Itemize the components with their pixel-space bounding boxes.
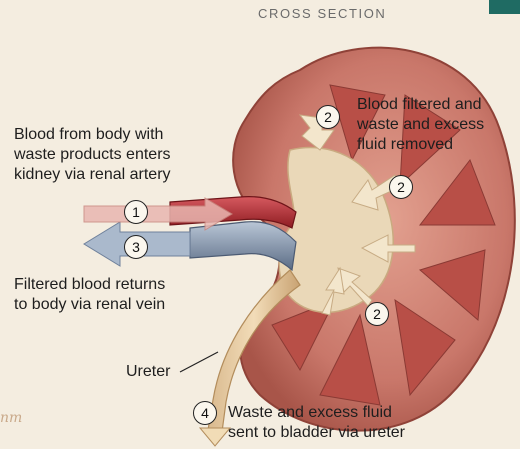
- ureter-arrow: [200, 428, 230, 446]
- step-2-marker-top: 2: [316, 105, 340, 129]
- filtered-label: Blood filtered and waste and excess flui…: [357, 95, 484, 155]
- vein-label: Filtered blood returns to body via renal…: [14, 275, 165, 315]
- artist-signature: nm: [0, 410, 22, 426]
- corner-tab: [489, 0, 520, 14]
- step-2-marker-middle: 2: [389, 175, 413, 199]
- vein-label-line: Filtered blood returns: [14, 275, 165, 295]
- artery-label-line: kidney via renal artery: [14, 165, 171, 185]
- artery-label-line: Blood from body with: [14, 125, 171, 145]
- step-1-marker: 1: [124, 200, 148, 224]
- step-4-marker: 4: [193, 401, 217, 425]
- waste-label-line: Waste and excess fluid: [228, 403, 405, 423]
- step-2-marker-bottom: 2: [365, 302, 389, 326]
- waste-label-line: sent to bladder via ureter: [228, 423, 405, 443]
- step-3-marker: 3: [124, 235, 148, 259]
- artery-label: Blood from body with waste products ente…: [14, 125, 171, 185]
- filtered-label-line: waste and excess: [357, 115, 484, 135]
- section-header: CROSS SECTION: [258, 6, 386, 21]
- ureter-leader: [180, 352, 218, 372]
- waste-label: Waste and excess fluid sent to bladder v…: [228, 403, 405, 443]
- vein-label-line: to body via renal vein: [14, 295, 165, 315]
- ureter-label: Ureter: [126, 362, 170, 382]
- artery-inflow-arrow: [84, 198, 232, 230]
- filtered-label-line: Blood filtered and: [357, 95, 484, 115]
- filtered-label-line: fluid removed: [357, 135, 484, 155]
- artery-label-line: waste products enters: [14, 145, 171, 165]
